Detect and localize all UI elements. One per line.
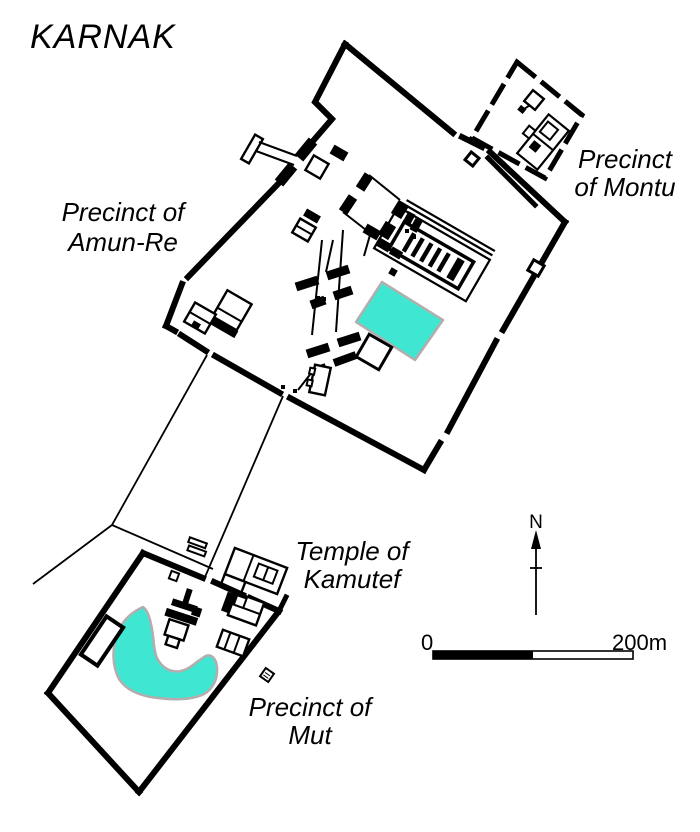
avenue-line [258, 141, 298, 157]
central-shrine-block [303, 208, 321, 224]
khonsu-temple [206, 288, 254, 339]
mut-enclosure-wall [43, 548, 290, 797]
mut-temple [163, 588, 203, 650]
second-pylon [338, 172, 374, 215]
kamutef-temple [218, 546, 289, 596]
svg-text:Precinct of: Precinct of [249, 692, 375, 722]
double-wall-segment [484, 154, 539, 209]
map-title: KARNAK [30, 18, 176, 56]
north-arrow-head [531, 530, 541, 549]
scale-bar: 0 200m [421, 630, 667, 660]
south-gate-chapel [305, 363, 333, 397]
svg-text:of Montu: of Montu [574, 172, 675, 202]
small-buildings-near-kamutef [186, 536, 209, 558]
small-ruin-marker [258, 666, 276, 684]
north-arrow: N [529, 512, 543, 615]
south-gate-markers [281, 385, 297, 393]
north-label: N [529, 512, 543, 533]
scale-bar-filled-half [433, 651, 533, 659]
montu-temple [515, 112, 571, 172]
opet-temple [182, 300, 218, 336]
label-precinct-of-montu: Precinct of Montu [574, 144, 675, 202]
label-precinct-of-amun-re: Precinct of Amun-Re [62, 197, 188, 257]
temple-ramesses-iii-mut [215, 628, 251, 658]
south-wing-blocks [362, 223, 404, 260]
svg-text:Temple of: Temple of [295, 536, 411, 566]
court-shrine-block [329, 144, 349, 162]
label-precinct-of-mut: Precinct of Mut [249, 692, 375, 750]
lake-side-building [354, 332, 394, 372]
amun-re-enclosure-wall [161, 39, 570, 475]
mut-gate-building [167, 569, 181, 583]
svg-text:Precinct: Precinct [578, 144, 674, 174]
temple-ramesses-iii [303, 153, 331, 181]
svg-text:Amun-Re: Amun-Re [66, 227, 178, 257]
west-wall-building [78, 613, 126, 669]
svg-text:Precinct of: Precinct of [62, 197, 188, 227]
pylon-viii [309, 285, 354, 310]
label-temple-of-kamutef: Temple of Kamutef [295, 536, 411, 594]
montu-gate [517, 88, 546, 114]
south-axis-court-walls [297, 227, 373, 391]
sphinx-avenues [32, 354, 284, 585]
east-gate-structure [525, 257, 547, 279]
third-pylon [377, 199, 410, 241]
temple-a [220, 591, 266, 627]
svg-text:Mut: Mut [288, 720, 333, 750]
small-chapel-montu [462, 149, 482, 169]
pylon-vii [294, 264, 351, 292]
sacred-lake-amun-re [354, 280, 445, 362]
pylon-ix [305, 331, 362, 359]
isheru-sacred-lake-mut [112, 605, 219, 701]
scale-start-label: 0 [421, 630, 433, 655]
quay-jetty [239, 132, 298, 166]
first-pylon [274, 137, 318, 187]
montu-enclosure-wall [468, 58, 586, 182]
scale-end-label: 200m [612, 630, 667, 655]
festival-hall [372, 199, 496, 303]
svg-text:Kamutef: Kamutef [304, 564, 404, 594]
avenue-line [255, 150, 295, 166]
small-chapel-block [388, 267, 398, 277]
central-shrine [290, 216, 318, 244]
